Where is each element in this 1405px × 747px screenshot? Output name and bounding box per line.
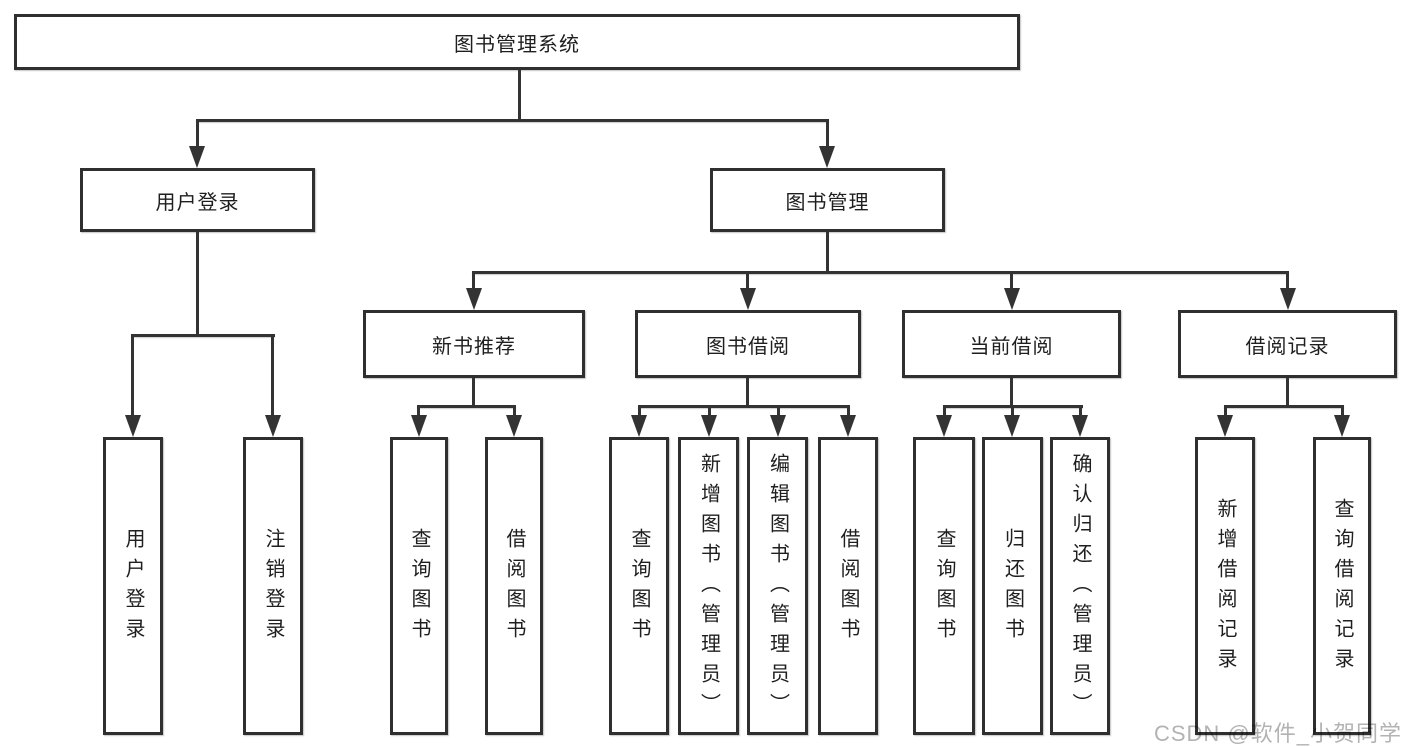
- connector-line: [131, 334, 275, 337]
- arrowhead: [265, 415, 281, 437]
- leaf-bb-add-books-admin: 新增图书（管理员）: [678, 437, 739, 735]
- arrowhead: [411, 415, 427, 437]
- leaf-bb-borrow-books: 借阅图书: [818, 437, 878, 735]
- leaf-cb-confirm-return-admin: 确认归还（管理员）: [1050, 437, 1110, 735]
- connector-line: [131, 336, 134, 417]
- connector-line: [1011, 406, 1014, 417]
- arrowhead: [770, 415, 786, 437]
- connector-line: [638, 406, 641, 417]
- connector-line: [1010, 272, 1013, 289]
- connector-line: [196, 232, 199, 335]
- arrowhead: [1004, 415, 1020, 437]
- connector-line: [196, 119, 829, 122]
- connector-line: [847, 406, 850, 417]
- connector-line: [943, 406, 946, 417]
- arrowhead: [1217, 415, 1233, 437]
- connector-line: [417, 406, 420, 417]
- arrowhead: [1072, 415, 1088, 437]
- connector-line: [518, 70, 521, 120]
- arrowhead: [1280, 288, 1296, 310]
- connector-line: [196, 120, 199, 148]
- arrowhead: [125, 415, 141, 437]
- connector-line: [1010, 378, 1013, 407]
- leaf-logout: 注销登录: [243, 437, 303, 735]
- leaf-cb-query-books: 查询图书: [913, 437, 975, 735]
- arrowhead: [819, 146, 835, 168]
- connector-line: [1341, 406, 1344, 417]
- connector-line: [746, 378, 749, 407]
- connector-line: [826, 232, 829, 273]
- node-new-book-recommend: 新书推荐: [363, 310, 585, 378]
- connector-line: [472, 271, 1289, 274]
- connector-line: [472, 378, 475, 407]
- arrowhead: [840, 415, 856, 437]
- arrowhead: [506, 415, 522, 437]
- connector-line: [826, 120, 829, 148]
- connector-line: [777, 406, 780, 417]
- connector-line: [472, 272, 475, 289]
- arrowhead: [701, 415, 717, 437]
- arrowhead: [189, 146, 205, 168]
- arrowhead: [1004, 288, 1020, 310]
- leaf-nbr-borrow-books: 借阅图书: [485, 437, 543, 735]
- leaf-br-add-record: 新增借阅记录: [1195, 437, 1255, 735]
- connector-line: [1224, 405, 1344, 408]
- connector-line: [271, 336, 274, 417]
- leaf-bb-edit-books-admin: 编辑图书（管理员）: [747, 437, 808, 735]
- connector-line: [638, 405, 850, 408]
- arrowhead: [740, 288, 756, 310]
- connector-line: [417, 405, 516, 408]
- leaf-bb-query-books: 查询图书: [609, 437, 669, 735]
- connector-line: [1286, 378, 1289, 407]
- leaf-nbr-query-books: 查询图书: [390, 437, 448, 735]
- connector-line: [1224, 406, 1227, 417]
- node-user-login: 用户登录: [80, 168, 315, 232]
- node-book-borrow: 图书借阅: [635, 310, 861, 378]
- node-book-management: 图书管理: [710, 168, 945, 232]
- leaf-user-login: 用户登录: [103, 437, 163, 735]
- arrowhead: [1334, 415, 1350, 437]
- leaf-cb-return-books: 归还图书: [982, 437, 1043, 735]
- connector-line: [1286, 272, 1289, 289]
- connector-line: [746, 272, 749, 289]
- connector-line: [708, 406, 711, 417]
- node-current-borrow: 当前借阅: [902, 310, 1121, 378]
- connector-line: [1079, 406, 1082, 417]
- leaf-br-query-record: 查询借阅记录: [1313, 437, 1371, 735]
- arrowhead: [936, 415, 952, 437]
- node-borrow-records: 借阅记录: [1178, 310, 1397, 378]
- connector-line: [513, 406, 516, 417]
- watermark: CSDN @软件_小贺同学: [1153, 721, 1402, 746]
- node-root: 图书管理系统: [14, 14, 1020, 70]
- arrowhead: [631, 415, 647, 437]
- arrowhead: [466, 288, 482, 310]
